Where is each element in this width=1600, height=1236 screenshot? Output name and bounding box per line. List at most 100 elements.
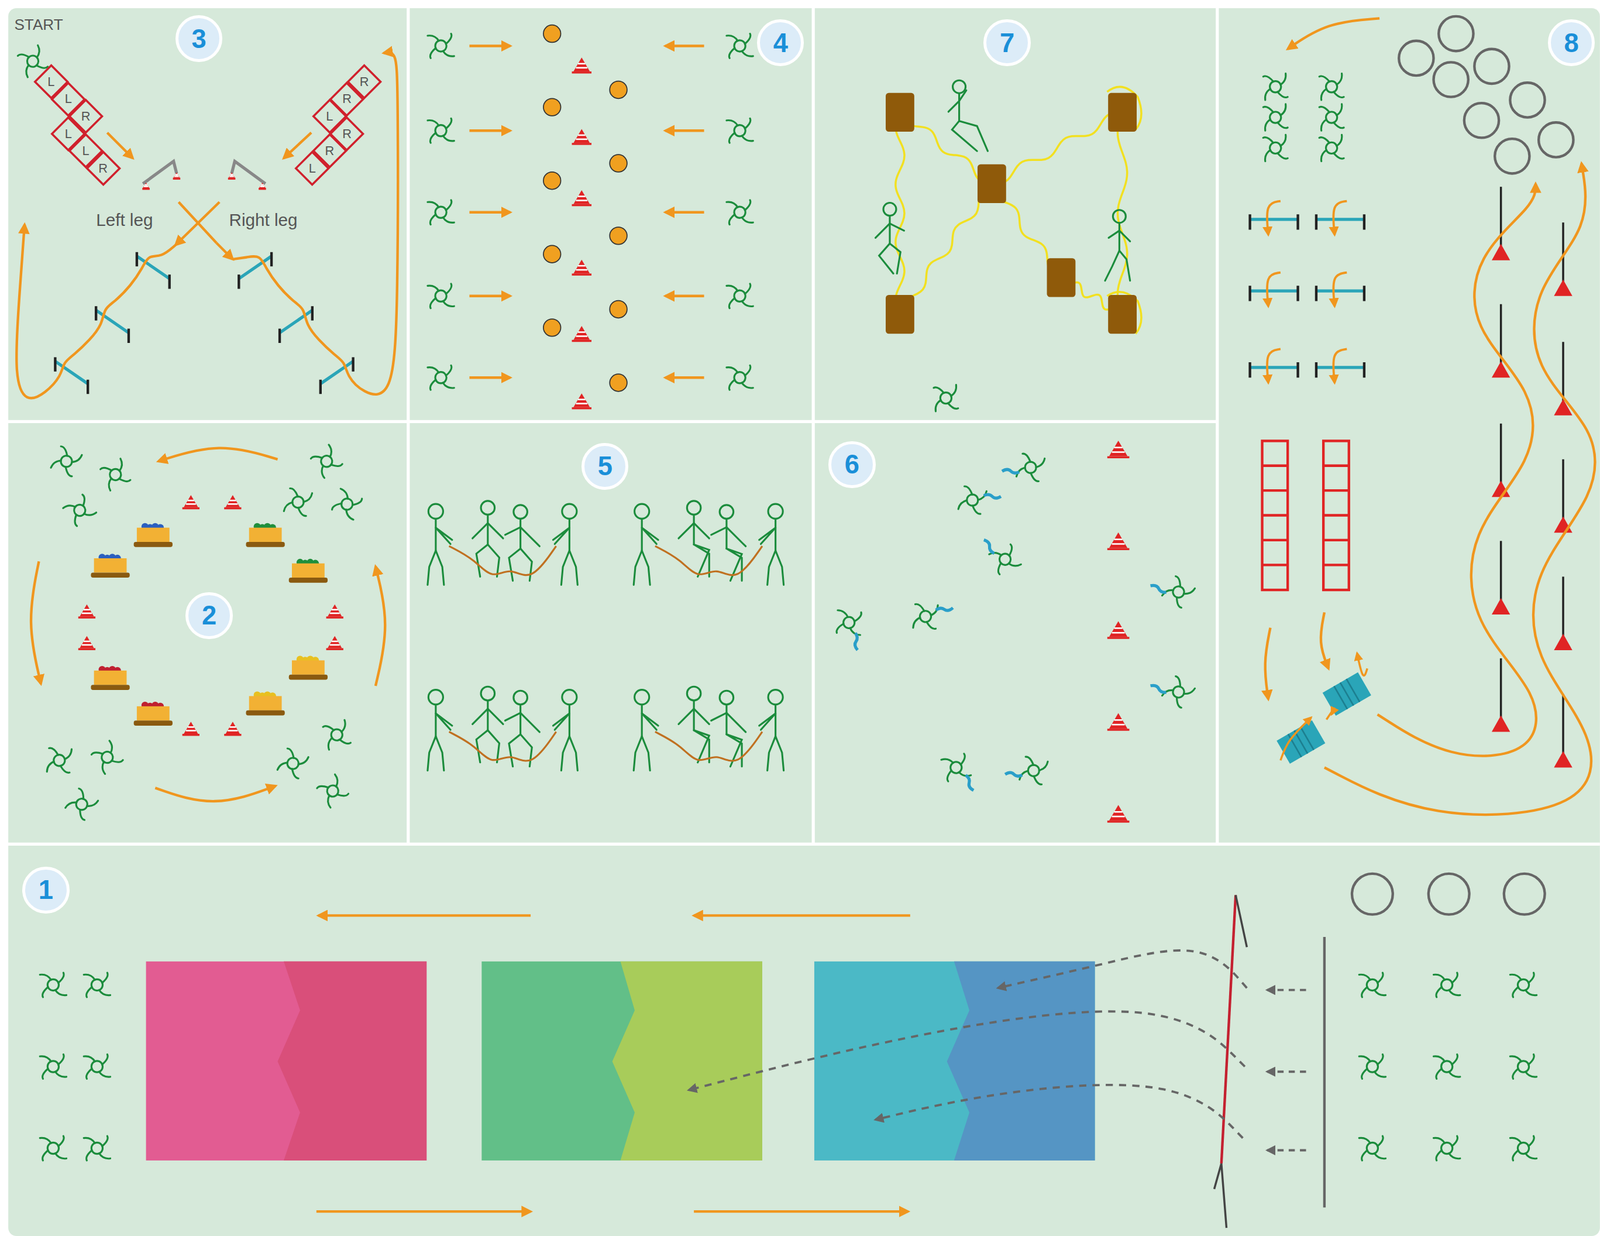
ring (1474, 49, 1509, 84)
player-arms (1358, 1135, 1386, 1161)
leg-letter: L (81, 144, 89, 158)
circuit-arrow (375, 566, 385, 686)
stick-figure (711, 690, 746, 766)
player-arms (329, 486, 365, 522)
basket-body (291, 563, 325, 578)
hopscotch-diamond (348, 65, 381, 99)
player-arms (83, 1054, 110, 1079)
player-figure (983, 530, 1023, 576)
stick-body (434, 519, 437, 551)
basket-base (288, 674, 328, 680)
player-figure (39, 1135, 67, 1161)
cone-stripe (1114, 718, 1123, 721)
rope-loop (1106, 86, 1142, 334)
cone (182, 721, 200, 736)
stick-figure (875, 202, 905, 274)
cone-base (572, 142, 592, 145)
cone-stripe (186, 503, 196, 505)
wooden-block (1108, 93, 1137, 132)
start-line (1323, 936, 1326, 1207)
player-arms (726, 365, 753, 390)
cone-body (327, 604, 342, 617)
jump-rope (449, 731, 557, 761)
cone-stripe (329, 612, 340, 615)
stick-arms (875, 223, 905, 238)
stick-body (693, 515, 695, 545)
hurdle-leg (127, 328, 130, 343)
player-figure (309, 443, 344, 479)
pole-base (1553, 279, 1572, 297)
cone-body (173, 172, 180, 178)
stick-figure (633, 503, 659, 585)
hurdle-bar (1250, 365, 1299, 369)
stick-body (519, 519, 522, 549)
player-arms (1509, 1054, 1537, 1079)
hurdle-leg (278, 328, 281, 343)
direction-arrow (469, 376, 511, 379)
player-head (842, 616, 856, 629)
cone (572, 128, 592, 145)
player-arms (427, 283, 454, 309)
ribbon (1150, 681, 1167, 697)
direction-arrow (665, 211, 704, 214)
player-figure (831, 607, 865, 650)
player-figure (910, 600, 953, 634)
player-figure (933, 384, 959, 411)
stick-head (428, 689, 443, 705)
circuit-arrow (31, 561, 41, 684)
stick-arms (504, 527, 540, 547)
stick-legs (633, 735, 650, 771)
slalom-pole (1561, 222, 1564, 282)
player-arms (726, 118, 753, 143)
cone-body (79, 604, 94, 617)
art (0, 8, 1600, 1236)
cone-stripe (227, 729, 238, 732)
stick-legs (427, 550, 445, 586)
cone-base (572, 339, 592, 342)
stick-figure (759, 503, 784, 585)
stick-legs (767, 550, 784, 586)
player-figure (39, 972, 67, 997)
direction-arrow (693, 1209, 908, 1213)
stick-body (486, 515, 489, 545)
cone (258, 182, 267, 190)
cone-stripe (577, 134, 586, 137)
player-arms (39, 972, 67, 997)
basket-base (133, 541, 173, 547)
player-head (734, 206, 746, 218)
cone-stripe (186, 729, 196, 732)
direction-arrow (665, 44, 704, 47)
slalom-pole (1561, 459, 1564, 519)
player-figure (1433, 972, 1461, 997)
stick-body (568, 704, 571, 736)
player-figure (726, 200, 753, 225)
cone-stripe (1114, 446, 1123, 449)
direction-arrow (1267, 272, 1281, 307)
slalom-pole (1499, 423, 1502, 483)
direction-arrow (283, 132, 312, 159)
cone-stripe (329, 644, 340, 646)
cone-stripe (144, 184, 148, 187)
wooden-block (885, 93, 915, 132)
stick-figure (759, 689, 784, 771)
player-head (1326, 111, 1338, 123)
player-figure (63, 785, 100, 822)
hurdle-leg (1316, 285, 1365, 301)
player-arms (1017, 753, 1050, 787)
callout-number: 7 (983, 19, 1031, 67)
jump-rope (449, 545, 557, 576)
cone-body (225, 494, 240, 508)
direction-arrow (318, 913, 531, 917)
stick-arms (678, 522, 710, 539)
stick-legs (767, 735, 784, 771)
stick-arms (472, 522, 504, 539)
player-arms (1319, 104, 1344, 131)
stick-arms (759, 527, 776, 545)
player-head (1517, 1141, 1529, 1154)
direction-arrow (469, 44, 511, 47)
callout-number: 4 (757, 19, 804, 67)
cone-base (572, 204, 592, 206)
agility-ladder (1262, 440, 1289, 590)
direction-arrow (665, 294, 704, 298)
basket-body (291, 659, 325, 674)
